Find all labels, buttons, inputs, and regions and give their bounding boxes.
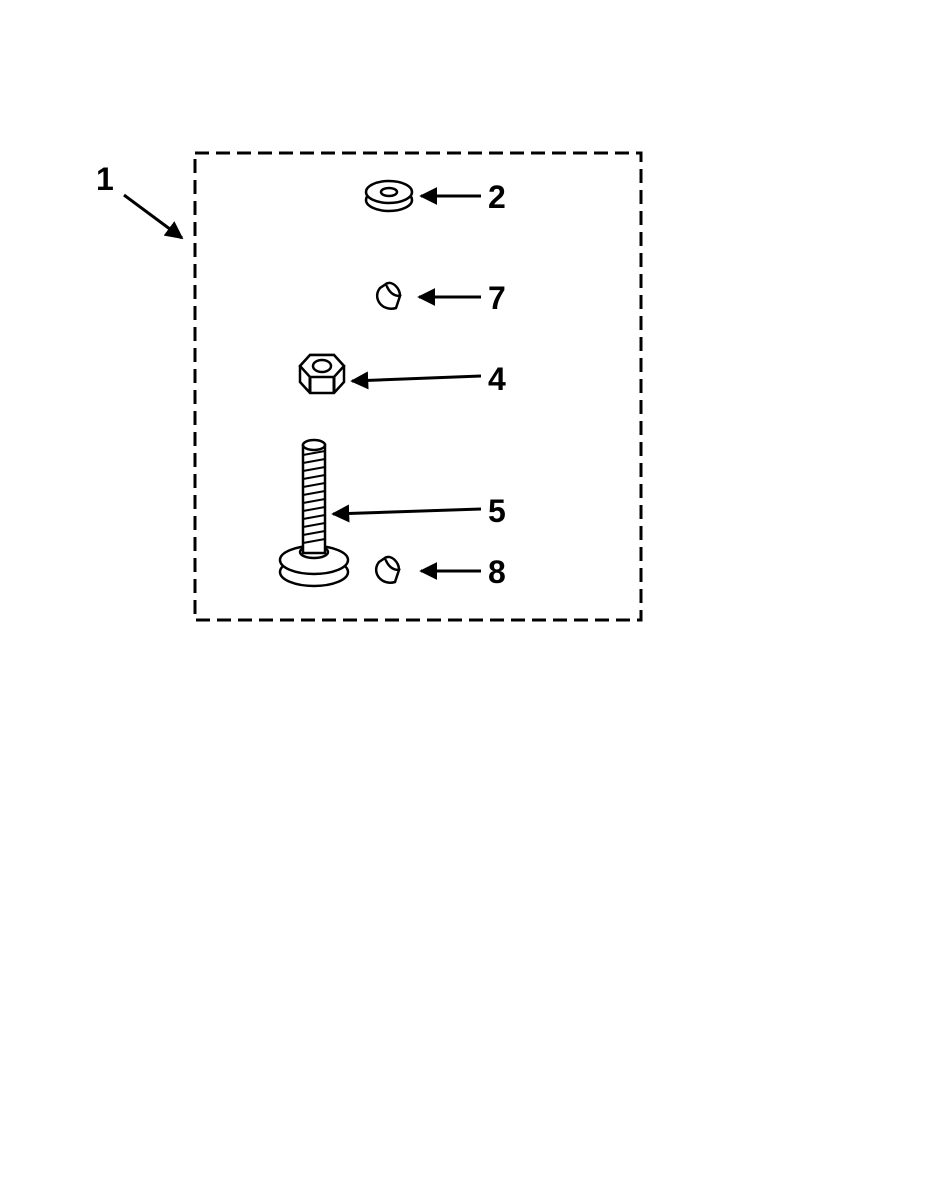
leveling-bolt-icon bbox=[278, 438, 350, 588]
leader-nut bbox=[350, 371, 482, 390]
callout-nut: 4 bbox=[488, 361, 506, 397]
kit-border bbox=[193, 151, 643, 622]
clip-icon-bottom bbox=[374, 555, 401, 584]
callout-bolt: 5 bbox=[488, 493, 506, 529]
callout-washer: 2 bbox=[488, 179, 506, 215]
callout-kit: 1 bbox=[96, 161, 114, 197]
leader-bolt bbox=[331, 504, 482, 523]
callout-clip-top: 7 bbox=[488, 280, 506, 316]
leader-kit bbox=[123, 193, 184, 240]
washer-icon bbox=[364, 179, 414, 213]
callout-clip-bottom: 8 bbox=[488, 554, 506, 590]
clip-icon bbox=[375, 281, 402, 310]
hex-nut-icon bbox=[298, 353, 346, 395]
